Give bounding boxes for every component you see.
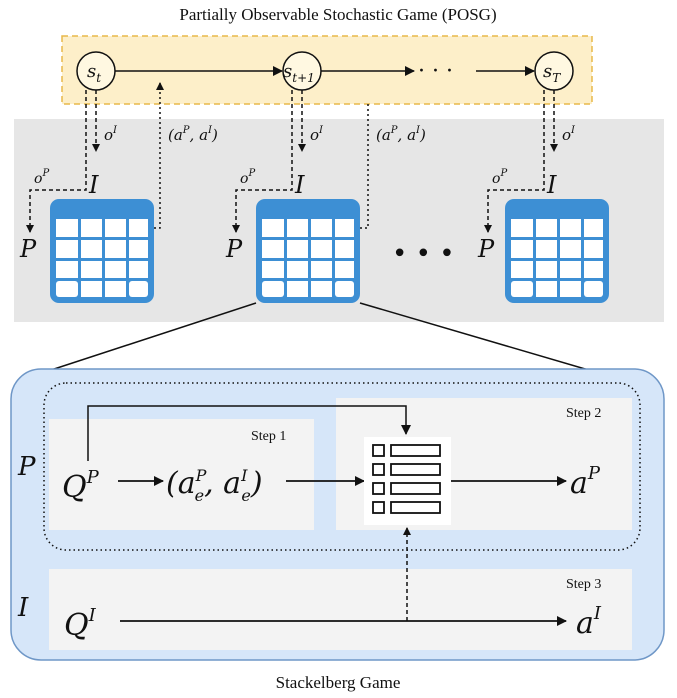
step3-label: Step 3 [566,577,601,592]
table-icon-2 [256,199,360,303]
table-icon-1 [50,199,154,303]
zoom-line-right [359,302,593,372]
state-node-t1: st+1 [282,51,322,91]
obs-P-label-1: oP [34,168,49,187]
step2-label: Step 2 [566,406,601,421]
aP-label: aP [570,463,601,501]
state-t1-base: s [283,61,292,82]
zoom-line-left [47,302,257,372]
posg-title: Partially Observable Stochastic Game (PO… [179,5,496,24]
joint-action-arrow-1 [154,82,164,229]
posg-band [61,35,593,105]
step1-panel [49,419,314,530]
obs-I-label-2: oI [310,125,324,144]
svg-text:st: st [87,61,101,85]
qP-label: QP [62,467,100,505]
leader-group-border [43,382,641,551]
stackelberg-I-label: I [17,593,29,623]
state-node-T: sT [534,51,574,91]
obs-P-label-3: oP [492,168,507,187]
joint-action-label-2: (aP, aI) [376,125,426,144]
svg-text:st+1: st+1 [283,61,315,85]
qP-to-policy-arrow [87,405,411,461]
stackelberg-title: Stackelberg Game [276,673,401,692]
qI-label: QI [64,605,97,643]
obs-P-arrow-3 [484,90,545,233]
state-t-sub: t [96,71,101,85]
obs-P-label-2: oP [240,168,255,187]
joint-action-arrow-2 [360,104,369,229]
table-ellipsis: • • • [392,239,455,269]
obs-I-label-3: oI [562,125,576,144]
aI-label: aI [576,603,602,641]
agent-P-label-3: P [477,235,495,263]
joint-action-label-1: (aP, aI) [168,125,218,144]
obs-P-arrow-2 [232,90,293,233]
state-t1-sub: t+1 [292,71,315,85]
svg-text:sT: sT [543,61,561,85]
agent-I-label-1: I [88,171,99,199]
agent-I-label-2: I [294,171,305,199]
policy-list-icon [364,437,451,525]
agent-P-label-2: P [225,235,243,263]
state-node-t: st [76,51,116,91]
agent-I-label-3: I [546,171,557,199]
step1-label: Step 1 [251,429,286,444]
table-icon-3 [505,199,609,303]
state-ellipsis: · · · [418,59,453,84]
state-T-sub: T [552,71,561,85]
state-T-base: s [543,61,552,82]
agent-P-label-1: P [19,235,37,263]
step3-panel [49,569,632,650]
obs-I-label-1: oI [104,125,118,144]
stackelberg-P-label: P [17,452,36,482]
state-t-base: s [87,61,96,82]
obs-P-arrow-1 [26,90,87,233]
